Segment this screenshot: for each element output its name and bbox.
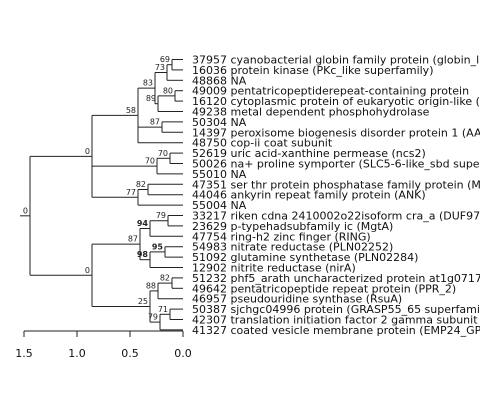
support-value: 94 — [137, 219, 149, 228]
support-value: 80 — [163, 86, 173, 95]
leaf-label: 41327 coated vesicle membrane protein (E… — [192, 324, 480, 337]
leaf-label: 48868 NA — [192, 74, 247, 87]
leaf-label: 46957 pseudouridine synthase (RsuA) — [192, 293, 402, 306]
support-value: 82 — [136, 180, 146, 189]
axis-tick-label: 0.5 — [121, 347, 139, 360]
leaf-label: 23629 p-typehadsubfamily ic (MgtA) — [192, 220, 393, 233]
support-value: 0 — [85, 266, 90, 275]
support-value: 79 — [156, 211, 166, 220]
support-value: 98 — [137, 250, 149, 259]
support-value: 69 — [160, 55, 170, 64]
support-value: 71 — [158, 305, 168, 314]
tree-branches — [20, 59, 183, 332]
leaf-label: 47351 ser thr protein phosphatase family… — [192, 178, 480, 191]
support-value: 70 — [158, 149, 168, 158]
leaf-label: 12902 nitrite reductase (nirA) — [192, 262, 356, 275]
leaf-label: 14397 peroxisome biogenesis disorder pro… — [192, 126, 480, 139]
leaf-label: 54983 nitrate reductase (PLN02252) — [192, 241, 393, 254]
support-values: 6973808983875870708277079949598878288717… — [23, 55, 173, 321]
support-value: 58 — [126, 106, 136, 115]
leaf-label: 51092 glutamine synthetase (PLN02284) — [192, 251, 418, 264]
support-value: 95 — [152, 242, 164, 251]
leaf-label: 51232 phf5_arath uncharacterized protein… — [192, 272, 480, 285]
support-value: 87 — [128, 235, 138, 244]
support-value: 79 — [148, 313, 158, 322]
support-value: 77 — [126, 188, 136, 197]
leaf-label: 49238 metal dependent phosphohydrolase — [192, 106, 430, 119]
support-value: 73 — [155, 63, 165, 72]
support-value-root: 0 — [23, 206, 28, 215]
axis-tick-label: 0.0 — [174, 347, 192, 360]
leaf-label: 55010 NA — [192, 168, 247, 181]
support-value: 88 — [146, 281, 156, 290]
axis-tick-label: 1.0 — [68, 347, 86, 360]
leaf-labels: 37957 cyanobacterial globin family prote… — [192, 54, 480, 337]
leaf-label: 49642 pentatricopeptide repeat protein (… — [192, 282, 456, 295]
support-value: 82 — [160, 274, 170, 283]
leaf-label: 52619 uric acid-xanthine permease (ncs2) — [192, 147, 426, 160]
support-value: 25 — [138, 297, 148, 306]
support-value: 89 — [146, 94, 156, 103]
leaf-label: 47754 ring-h2 zinc finger (RING) — [192, 230, 371, 243]
axis-tick-label: 1.5 — [15, 347, 33, 360]
leaf-label: 33217 riken cdna 2410002o22isoform cra_a… — [192, 210, 480, 223]
leaf-label: 50387 sjchgc04996 protein (GRASP55_65 su… — [192, 303, 480, 316]
support-value: 87 — [150, 118, 160, 127]
leaf-label: 49009 pentatricopeptiderepeat-containing… — [192, 85, 469, 98]
leaf-label: 16120 cytoplasmic protein of eukaryotic … — [192, 95, 480, 108]
leaf-label: 44046 ankyrin repeat family protein (ANK… — [192, 189, 426, 202]
leaf-label: 55004 NA — [192, 199, 247, 212]
scale-axis: 1.5 1.0 0.5 0.0 — [15, 331, 192, 360]
leaf-label: 50026 na+ proline symporter (SLC5-6-like… — [192, 158, 480, 171]
leaf-label: 16036 protein kinase (PKc_like superfami… — [192, 64, 433, 77]
leaf-label: 37957 cyanobacterial globin family prote… — [192, 54, 480, 67]
leaf-label: 42307 translation initiation factor 2 ga… — [192, 314, 480, 327]
support-value: 70 — [145, 157, 155, 166]
leaf-label: 50304 NA — [192, 116, 247, 129]
leaf-label: 48750 cop-ii coat subunit — [192, 137, 333, 150]
support-value: 83 — [143, 79, 153, 88]
support-value: 0 — [85, 147, 90, 156]
